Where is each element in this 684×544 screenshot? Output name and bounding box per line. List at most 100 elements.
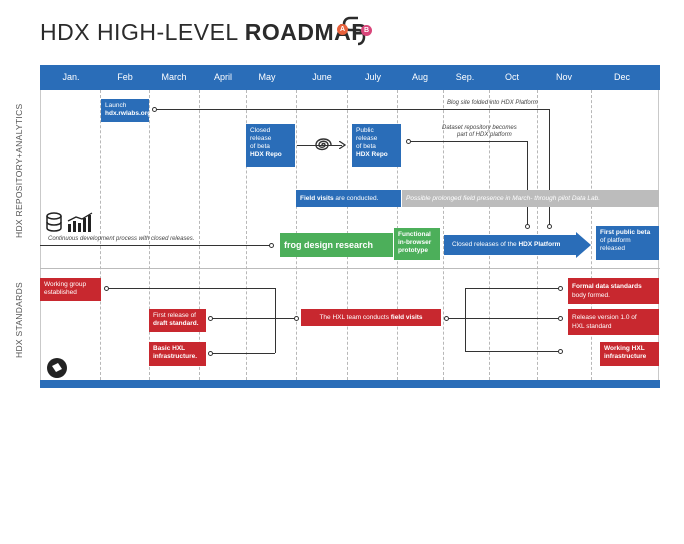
connector-line — [465, 288, 466, 351]
public-release-line1: Public — [356, 127, 374, 134]
gridline — [246, 90, 247, 380]
release-line2: HXL standard — [572, 323, 612, 330]
closed-platform-label: Closed releases of the HDX Platform — [448, 236, 588, 253]
closed-release-line2: release — [250, 135, 272, 142]
hxl-tag-icon — [47, 358, 67, 378]
prototype-box: Functional in-browser prototype — [394, 228, 440, 260]
connector-dot — [269, 243, 274, 248]
closed-release-line3: of beta — [250, 143, 270, 150]
formal-line2: body formed. — [572, 292, 610, 299]
public-release-line2: release — [356, 135, 378, 142]
badge-a: A — [337, 24, 348, 35]
connector-dot — [208, 316, 213, 321]
title-light: HDX HIGH-LEVEL — [40, 19, 245, 45]
badge-b: B — [361, 25, 372, 36]
connector-line — [549, 109, 550, 227]
connector-line — [211, 318, 275, 319]
connector-dot — [558, 286, 563, 291]
field-visits-box: Field visits are conducted. — [296, 190, 401, 207]
prototype-line3: prototype — [398, 247, 428, 254]
note-blog: Blog site folded into HDX Platform — [447, 100, 538, 106]
connector-dot — [525, 224, 530, 229]
spiral-icon — [315, 138, 332, 151]
first-release-box: First release of draft standard. — [149, 309, 206, 332]
month-july: July — [364, 72, 381, 82]
lane-label-repository: HDX REPOSITORY+ANALYTICS — [14, 103, 24, 238]
connector-line — [156, 109, 550, 110]
prototype-line2: in-browser — [398, 239, 432, 246]
connector-line — [40, 245, 272, 246]
connector-line — [211, 353, 275, 354]
gridline — [199, 90, 200, 380]
working-group-box: Working group established — [40, 278, 101, 301]
bottom-bar — [40, 380, 660, 388]
first-public-line3: released — [600, 245, 625, 252]
closed-platform-bold: HDX Platform — [518, 241, 561, 248]
hxl-field-visits-box: The HXL team conducts field visits — [301, 309, 441, 326]
connector-line — [465, 318, 561, 319]
connector-dot — [152, 107, 157, 112]
month-dec: Dec — [613, 72, 630, 82]
basic-hxl-line2: infrastructure. — [153, 353, 198, 360]
formal-standards-box: Formal data standards body formed. — [568, 278, 659, 304]
public-release-box: Public release of beta HDX Repo — [352, 124, 401, 167]
arrowhead-icon — [339, 141, 347, 149]
gridline — [591, 90, 592, 380]
connector-dot — [208, 351, 213, 356]
note-continuous: Continuous development process with clos… — [48, 236, 195, 242]
gridline — [443, 90, 444, 380]
working-hxl-box: Working HXL infrastructure — [600, 342, 659, 366]
connector-dot — [294, 316, 299, 321]
first-release-line1: First release of — [153, 312, 196, 319]
month-sep: Sep. — [455, 72, 475, 82]
month-march: March — [161, 72, 187, 82]
connector-line — [527, 141, 528, 227]
connector-dot — [444, 316, 449, 321]
connector-line — [465, 288, 561, 289]
connector-line — [465, 351, 561, 352]
basic-hxl-line1: Basic HXL — [153, 345, 186, 352]
closed-release-line1: Closed — [250, 127, 271, 134]
connector-dot — [104, 286, 109, 291]
connector-dot — [406, 139, 411, 144]
possible-prolonged-box: Possible prolonged field presence in Mar… — [402, 190, 659, 207]
closed-platform-arrow — [444, 232, 591, 258]
closed-platform-pre: Closed releases of the — [452, 241, 519, 248]
month-oct: Oct — [504, 72, 519, 82]
connector-line — [275, 288, 276, 353]
release-line1: Release version 1.0 of — [572, 314, 637, 321]
month-jan: Jan. — [62, 72, 80, 82]
database-chart-icon — [46, 212, 93, 232]
closed-release-line4: HDX Repo — [250, 151, 282, 158]
first-public-beta-box: First public beta of platform released — [596, 226, 659, 260]
lane-label-standards: HDX STANDARDS — [14, 281, 24, 358]
month-june: June — [312, 72, 332, 82]
hxl-field-visits-pre: The HXL team conducts — [319, 314, 391, 321]
gridline — [100, 90, 101, 380]
working-hxl-line1: Working HXL — [604, 345, 645, 352]
note-dataset: Dataset repository becomes part of HDX p… — [442, 125, 517, 139]
launch-line2: hdx.rwlabs.org — [105, 110, 152, 117]
formal-line1: Formal data standards — [572, 283, 642, 290]
hxl-field-visits-bold: field visits — [390, 314, 423, 321]
month-may: May — [258, 72, 276, 82]
note-dataset-line2: part of HDX platform — [457, 132, 512, 138]
public-release-line3: of beta — [356, 143, 376, 150]
field-visits-bold: Field visits — [300, 195, 334, 202]
basic-hxl-box: Basic HXL infrastructure. — [149, 342, 206, 366]
lane-divider — [40, 268, 660, 269]
roadmap-logo-icon — [342, 16, 366, 46]
working-group-line1: Working group — [44, 281, 87, 288]
connector-dot — [558, 316, 563, 321]
field-visits-rest: are conducted. — [333, 195, 379, 202]
month-feb: Feb — [117, 72, 133, 82]
connector-line — [107, 288, 275, 289]
note-dataset-line1: Dataset repository becomes — [442, 125, 517, 131]
connector-line — [409, 141, 528, 142]
connector-line — [447, 318, 465, 319]
connector-dot — [558, 349, 563, 354]
connector-line — [275, 318, 297, 319]
first-release-line2: draft standard. — [153, 320, 199, 327]
working-group-line2: established — [44, 289, 77, 296]
working-hxl-line2: infrastructure — [604, 353, 647, 360]
